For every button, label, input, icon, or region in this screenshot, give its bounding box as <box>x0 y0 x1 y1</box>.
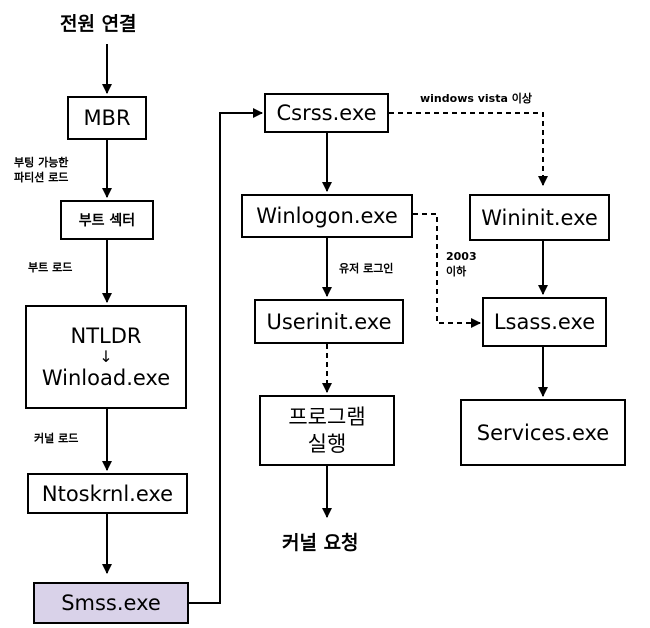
services-box: Services.exe <box>460 399 626 466</box>
program-run-line2: 실행 <box>307 431 347 456</box>
userinit-box: Userinit.exe <box>254 299 404 344</box>
ntoskrnl-box: Ntoskrnl.exe <box>27 473 188 514</box>
winload-label: Winload.exe <box>41 366 171 390</box>
mbr-box: MBR <box>67 96 147 140</box>
wininit-box: Wininit.exe <box>469 194 610 241</box>
boot-sector-box: 부트 섹터 <box>60 200 154 240</box>
edge-csrss-to-wininit <box>389 112 548 186</box>
boot-load-label: 부트 로드 <box>28 261 73 274</box>
smss-box: Smss.exe <box>33 582 189 624</box>
vista-above-label: windows vista 이상 <box>420 92 532 105</box>
down-arrow-icon: ↓ <box>99 347 113 366</box>
bootable-line2: 파티션 로드 <box>14 170 69 184</box>
below-2003-line2: 이하 <box>446 264 467 278</box>
winlogon-box: Winlogon.exe <box>241 194 413 238</box>
program-run-line1: 프로그램 <box>288 405 366 430</box>
edge-winlogon-to-lsass <box>413 213 481 328</box>
edge-smss-to-csrss <box>189 108 263 604</box>
user-login-label: 유저 로그인 <box>339 262 394 275</box>
below-2003-label: 2003 이하 <box>446 250 477 280</box>
csrss-box: Csrss.exe <box>264 93 389 133</box>
below-2003-line1: 2003 <box>446 250 477 263</box>
lsass-box: Lsass.exe <box>482 297 607 347</box>
end-label: 커널 요청 <box>282 532 359 554</box>
ntldr-winload-box: NTLDR ↓ Winload.exe <box>25 305 187 409</box>
bootable-partition-label: 부팅 가능한 파티션 로드 <box>14 156 68 186</box>
bootable-line1: 부팅 가능한 <box>14 156 69 169</box>
kernel-load-label: 커널 로드 <box>34 432 79 445</box>
program-run-box: 프로그램 실행 <box>259 395 395 466</box>
start-label: 전원 연결 <box>60 13 137 35</box>
ntldr-label: NTLDR <box>70 323 142 348</box>
